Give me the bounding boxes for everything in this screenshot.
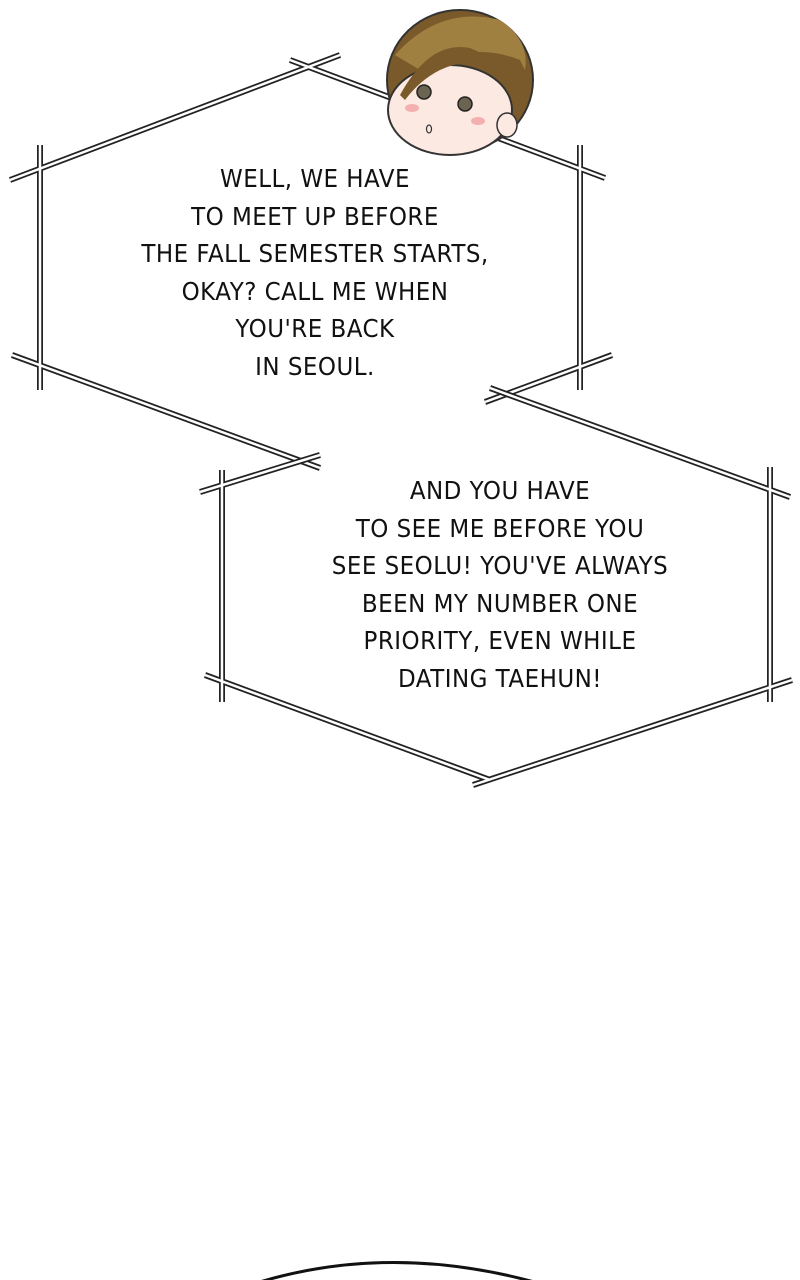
speech-bubble-2-text: And you have to see me before you see Se… — [261, 472, 739, 697]
text-line: priority, even while — [363, 626, 637, 655]
text-line: you're back — [235, 314, 395, 343]
text-line: been my number one — [361, 588, 639, 618]
speech-bubble-1-text: Well, we have to meet up before the fall… — [80, 160, 549, 385]
text-line: the fall semester starts, — [141, 239, 489, 268]
text-line: Well, we have — [220, 164, 410, 193]
character-head-illustration — [386, 9, 534, 156]
next-panel-arc — [261, 1261, 533, 1280]
text-line: in Seoul. — [255, 351, 375, 381]
text-line: to see me before you — [355, 513, 645, 543]
text-line: to meet up before — [191, 201, 439, 231]
text-line: And you have — [409, 476, 591, 505]
text-line: see Seolu! You've always — [331, 551, 669, 580]
text-line: dating Taehun! — [398, 663, 602, 693]
text-line: okay? Call me when — [181, 276, 449, 306]
